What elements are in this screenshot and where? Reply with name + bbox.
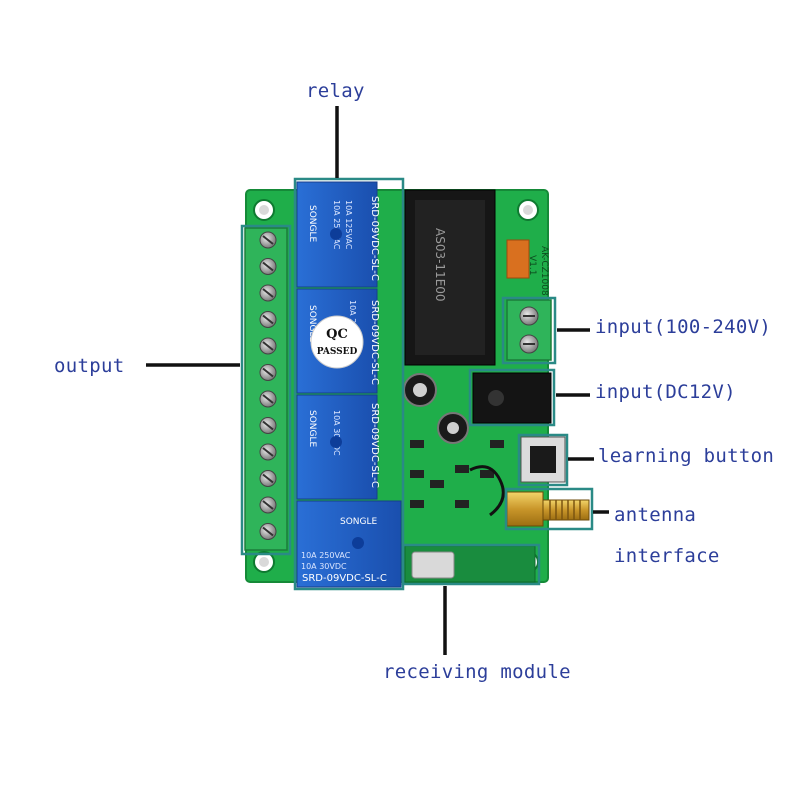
relay-1-rating-2: 10A 250VAC — [332, 200, 341, 250]
relay-1-part: SRD-09VDC-SL-C — [369, 196, 380, 281]
board-code: AK-CZ1008 — [539, 246, 549, 296]
antenna-label: antenna — [614, 504, 697, 526]
output-label: output — [54, 355, 125, 377]
smd-components — [410, 440, 504, 508]
antenna-connector — [506, 491, 590, 527]
power-module: AS03-11E00 — [404, 189, 496, 366]
terminal-screw-slot — [262, 367, 274, 378]
relay-1-rating: 10A 125VAC — [344, 200, 353, 250]
highlight-boxes — [240, 177, 594, 591]
power-module-label: AS03-11E00 — [433, 228, 447, 302]
interface-label: interface — [614, 545, 720, 567]
relay-1: SRD-09VDC-SL-C 10A 125VAC 10A 250VAC SON… — [296, 181, 380, 288]
relay-4-brand: SONGLE — [340, 517, 378, 527]
learning-button-label: learning button — [598, 445, 775, 467]
learning-button-part — [520, 436, 566, 483]
ac-input-highlight — [501, 296, 557, 365]
relay-4-rating: 10A 250VAC — [301, 551, 351, 560]
smd-part — [410, 470, 424, 478]
qc-sticker-top: QC — [326, 327, 348, 342]
terminal-screw-slot — [262, 526, 274, 537]
relay-3-rating: 10A 30VDC — [332, 410, 341, 456]
terminal-screw-slot — [262, 288, 274, 298]
smd-part — [455, 465, 469, 473]
output-terminal-block — [244, 227, 288, 551]
capacitors — [403, 373, 469, 444]
qc-sticker: QC PASSED — [310, 315, 364, 369]
terminal-screw-slot — [262, 261, 274, 272]
learning-button-highlight — [517, 433, 569, 487]
receiving-module-label: receiving module — [383, 661, 571, 683]
relay-2-part: SRD-09VDC-SL-C — [369, 300, 380, 385]
input-dc-label: input(DC12V) — [595, 381, 736, 403]
terminal-screw-slot — [262, 473, 274, 484]
relay-4-part: SRD-09VDC-SL-C — [302, 573, 387, 584]
relay-4-rating-2: 10A 30VDC — [301, 562, 347, 571]
smd-part — [490, 440, 504, 448]
terminal-screw-slot — [262, 341, 274, 351]
terminal-screw-slot — [262, 394, 274, 404]
terminal-screw-slot — [262, 447, 274, 457]
smd-part — [430, 480, 444, 488]
input-ac-label: input(100-240V) — [595, 316, 772, 338]
smd-part — [455, 500, 469, 508]
relay-1-brand: SONGLE — [307, 205, 317, 243]
terminal-screw-slot — [262, 235, 274, 245]
terminal-screw-slot — [262, 314, 274, 325]
relay-highlight — [293, 177, 405, 591]
terminal-screw-slot — [262, 420, 274, 431]
antenna-highlight — [504, 487, 594, 531]
relay-label: relay — [306, 80, 365, 102]
terminal-screw-slot — [262, 500, 274, 510]
relay-4: SONGLE 10A 250VAC 10A 30VDC SRD-09VDC-SL… — [296, 500, 402, 588]
dc-input-highlight — [468, 368, 556, 427]
relay-3: SRD-09VDC-SL-C 10A 30VDC SONGLE — [296, 394, 380, 500]
relay-2-brand: SONGLE — [307, 305, 317, 343]
leader-lines — [146, 106, 609, 655]
qc-sticker-bottom: PASSED — [317, 347, 358, 357]
board-rev: V1.1 — [527, 255, 537, 275]
smd-part — [480, 470, 494, 478]
receiving-module-highlight — [401, 543, 541, 586]
ac-input-terminal — [506, 299, 552, 361]
dc-jack — [472, 372, 552, 424]
relay-3-brand: SONGLE — [307, 410, 317, 448]
fuse — [506, 239, 530, 279]
smd-part — [410, 440, 424, 448]
receiving-module-part — [404, 465, 536, 583]
relay-3-part: SRD-09VDC-SL-C — [369, 403, 380, 488]
output-highlight — [240, 224, 292, 556]
smd-part — [410, 500, 424, 508]
